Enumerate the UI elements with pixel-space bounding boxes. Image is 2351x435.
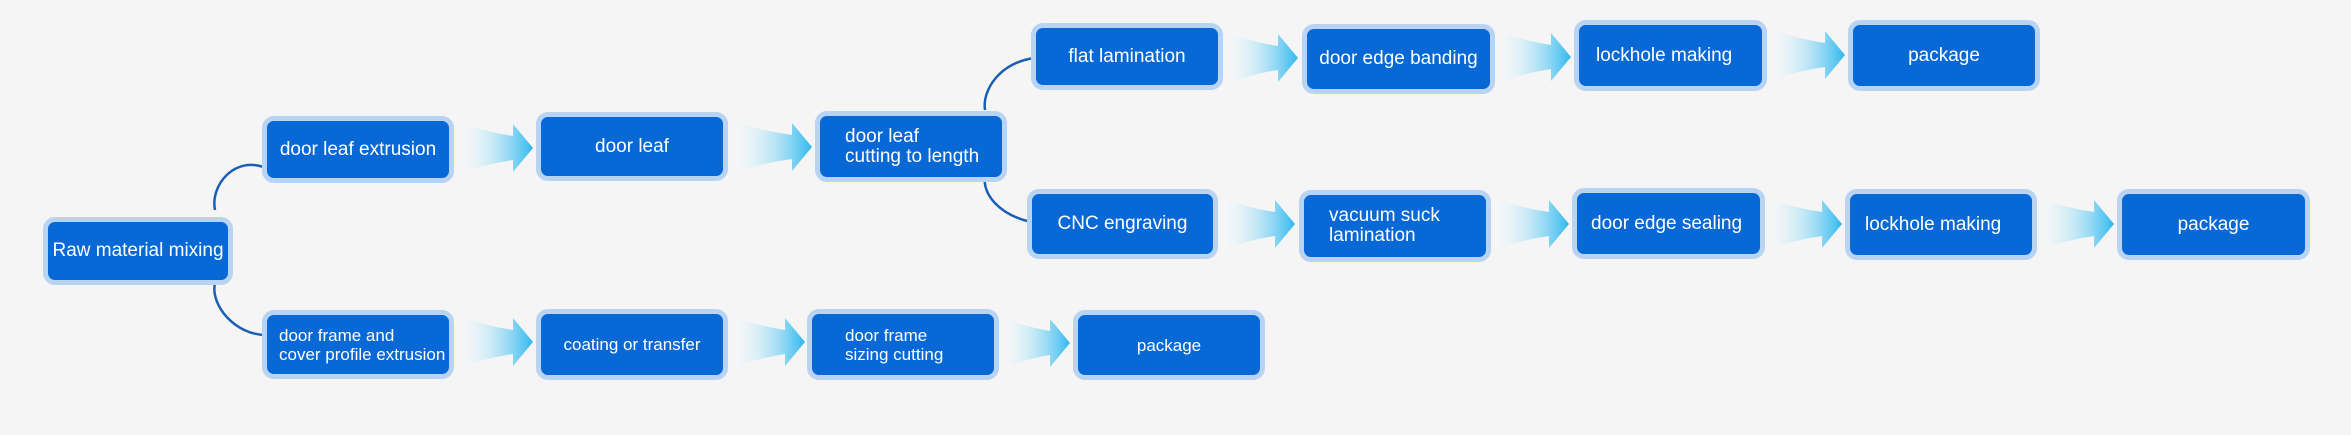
flow-arrow [1001, 317, 1070, 369]
node-label: door frame and cover profile extrusion [279, 325, 446, 364]
node-label: door frame sizing cutting [845, 325, 944, 364]
node-door-edge-sealing: door edge sealing [1572, 188, 1765, 259]
flow-arrow [1769, 29, 1845, 81]
flow-arrow [2039, 198, 2114, 250]
flow-arrow [1225, 32, 1298, 84]
node-label: package [1136, 335, 1202, 355]
flow-arrow [1493, 198, 1569, 250]
flow-arrow [458, 316, 533, 368]
node-label: CNC engraving [1057, 213, 1188, 234]
node-door-leaf-cutting: door leaf cutting to length [815, 111, 1007, 182]
node-label: coating or transfer [563, 335, 701, 354]
node-lockhole-making-2: lockhole making [1845, 189, 2037, 260]
branch-connector [983, 56, 1036, 111]
node-label: lockhole making [1596, 44, 1733, 66]
node-label: door edge banding [1319, 48, 1478, 69]
flow-arrow [1221, 198, 1295, 250]
node-label: flat lamination [1068, 45, 1186, 67]
node-door-frame-extrusion: door frame and cover profile extrusion [262, 310, 454, 379]
node-package-3: package [1073, 310, 1265, 380]
node-raw-material-mixing: Raw material mixing [43, 217, 233, 285]
flow-arrow [732, 121, 812, 173]
node-package-1: package [1848, 20, 2040, 91]
node-vacuum-suck-lamination: vacuum suck lamination [1299, 190, 1491, 262]
node-door-leaf-extrusion: door leaf extrusion [262, 116, 454, 183]
flow-arrow [458, 122, 533, 174]
flow-arrow [1497, 31, 1571, 83]
node-door-leaf: door leaf [536, 112, 728, 181]
node-door-frame-sizing-cutting: door frame sizing cutting [807, 309, 999, 380]
node-lockhole-making-1: lockhole making [1574, 20, 1767, 91]
node-package-2: package [2117, 189, 2310, 260]
node-label: door leaf cutting to length [845, 125, 980, 167]
node-door-edge-banding: door edge banding [1302, 24, 1495, 94]
node-label: door leaf extrusion [279, 138, 437, 160]
node-label: package [2177, 213, 2250, 235]
node-cnc-engraving: CNC engraving [1027, 189, 1218, 259]
node-label: door edge sealing [1591, 212, 1743, 234]
node-label: door leaf [595, 135, 669, 157]
branch-connector [213, 163, 267, 211]
flow-arrow [732, 316, 805, 368]
branch-connector [983, 174, 1032, 224]
node-label: Raw material mixing [52, 240, 224, 261]
node-coating-or-transfer: coating or transfer [536, 309, 728, 380]
node-flat-lamination: flat lamination [1031, 23, 1223, 90]
branch-connector [213, 282, 267, 337]
node-label: package [1908, 44, 1980, 66]
node-label: lockhole making [1865, 213, 2002, 235]
flow-arrow [1767, 198, 1842, 250]
node-label: vacuum suck lamination [1329, 205, 1440, 246]
